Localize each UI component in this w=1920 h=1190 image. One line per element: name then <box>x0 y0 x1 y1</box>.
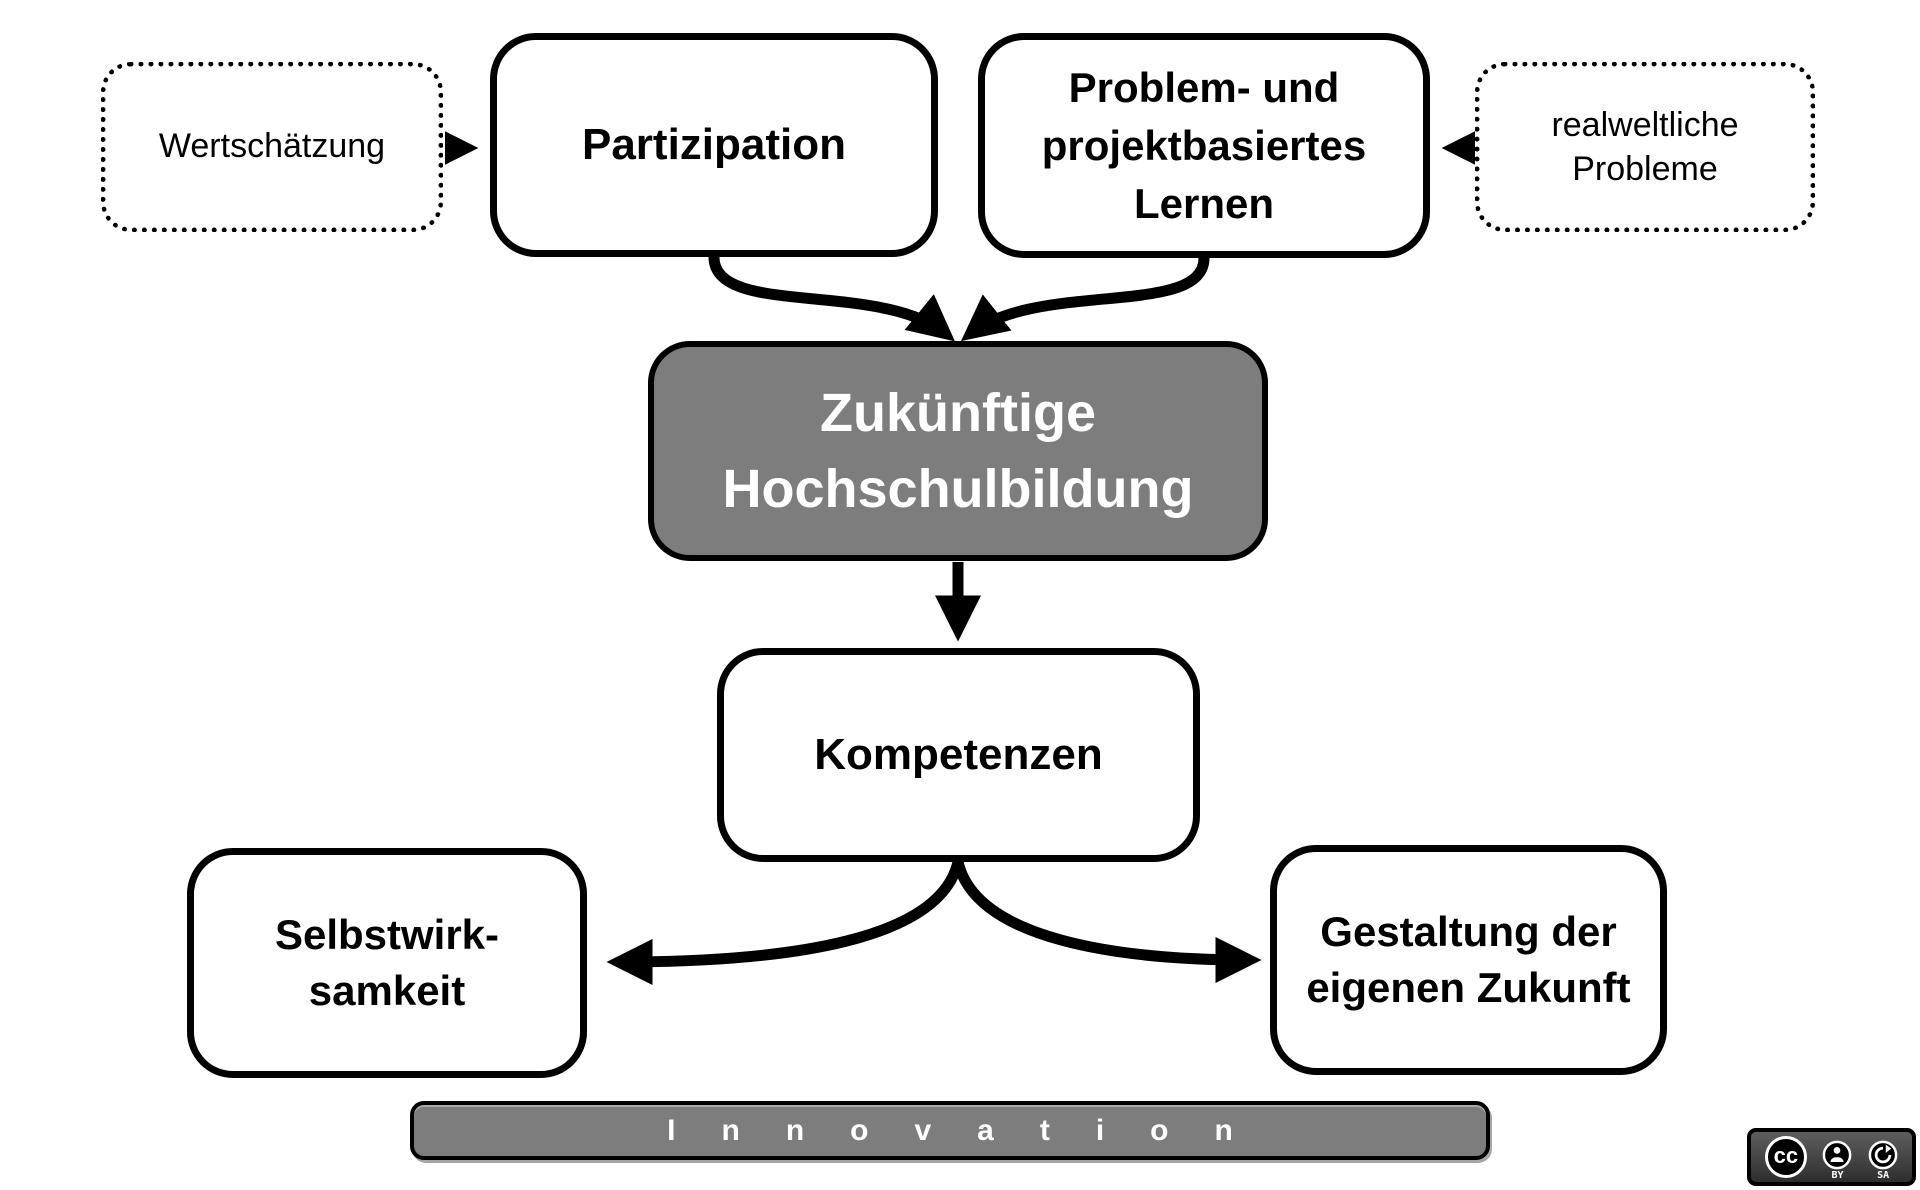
innovation-bar-label: Innovation <box>667 1113 1279 1147</box>
node-realweltliche-line2: Probleme <box>1572 150 1718 188</box>
node-problem-line1: Problem- und <box>1068 63 1340 111</box>
innovation-bar: Innovation <box>410 1101 1490 1160</box>
node-partizipation: Partizipation <box>490 33 938 257</box>
node-selbstwirksamkeit: Selbstwirk- samkeit <box>187 848 587 1078</box>
cc-logo-icon: cc <box>1764 1136 1807 1178</box>
cc-sa-group: SA <box>1868 1132 1898 1182</box>
node-zukuenftige-hochschulbildung: Zukünftige Hochschulbildung <box>648 341 1268 561</box>
arrow-kompetenzen-to-gestaltung <box>952 860 1262 984</box>
node-kompetenzen: Kompetenzen <box>717 648 1200 862</box>
node-gestaltung-line2: eigenen Zukunft <box>1306 964 1631 1011</box>
node-realweltliche-line1: realweltliche <box>1551 106 1739 144</box>
node-selbstwirksamkeit-line2: samkeit <box>308 967 466 1014</box>
by-person-icon <box>1823 1140 1852 1170</box>
node-gestaltung-der-eigenen-zukunft: Gestaltung der eigenen Zukunft <box>1270 845 1667 1075</box>
node-wertschaetzung-label: Wertschätzung <box>158 127 386 166</box>
node-problem-line3: Lernen <box>1133 179 1275 227</box>
arrow-kompetenzen-to-selbstwirksamkeit <box>606 860 964 986</box>
sa-share-alike-icon <box>1868 1140 1898 1170</box>
arrow-problem-to-hochschulbildung <box>960 257 1210 342</box>
node-wertschaetzung: Wertschätzung <box>101 62 443 232</box>
node-problem-line2: projektbasiertes <box>1041 121 1367 169</box>
node-kompetenzen-label: Kompetenzen <box>814 729 1103 779</box>
by-label: BY <box>1831 1170 1844 1181</box>
arrow-partizipation-to-hochschulbildung <box>708 256 955 342</box>
node-selbstwirksamkeit-line1: Selbstwirk- <box>274 911 500 958</box>
node-gestaltung-line1: Gestaltung der <box>1320 908 1617 955</box>
node-hochschulbildung-line2: Hochschulbildung <box>722 459 1194 519</box>
cc-logo-text: cc <box>1773 1143 1799 1168</box>
node-hochschulbildung-line1: Zukünftige <box>820 383 1096 443</box>
node-partizipation-label: Partizipation <box>581 119 847 169</box>
node-problem-projektbasiertes-lernen: Problem- und projektbasiertes Lernen <box>978 33 1430 258</box>
node-realweltliche-probleme: realweltliche Probleme <box>1475 62 1815 232</box>
cc-by-sa-license-badge: cc BY SA <box>1747 1128 1916 1186</box>
cc-by-group: BY <box>1822 1132 1852 1182</box>
sa-label: SA <box>1877 1170 1890 1181</box>
